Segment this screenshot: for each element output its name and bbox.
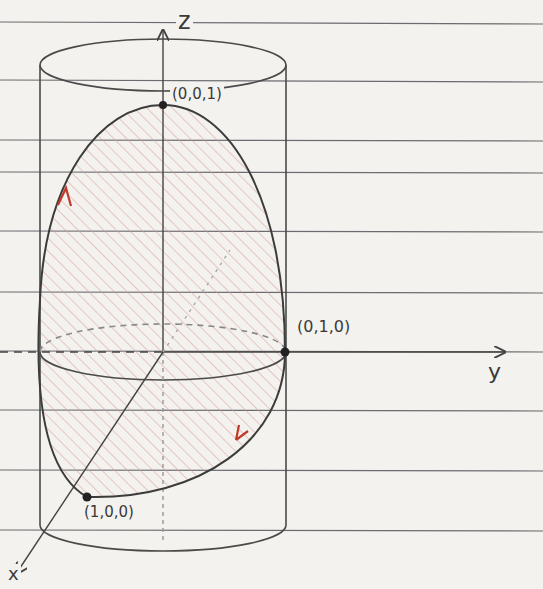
- point-label: (0,1,0): [295, 318, 352, 336]
- point-label: (1,0,0): [82, 504, 136, 521]
- axis-label: z: [176, 8, 193, 34]
- point-dot: [83, 101, 290, 502]
- axes: [0, 30, 505, 574]
- axis-label: y: [486, 360, 503, 384]
- hatched-region: [30, 90, 300, 520]
- intersection-curve: [38, 105, 285, 497]
- ruled-lines: [0, 22, 543, 531]
- point-label: (0,0,1): [170, 86, 224, 103]
- axis-label: x: [6, 564, 21, 584]
- direction-arrow: [58, 188, 248, 440]
